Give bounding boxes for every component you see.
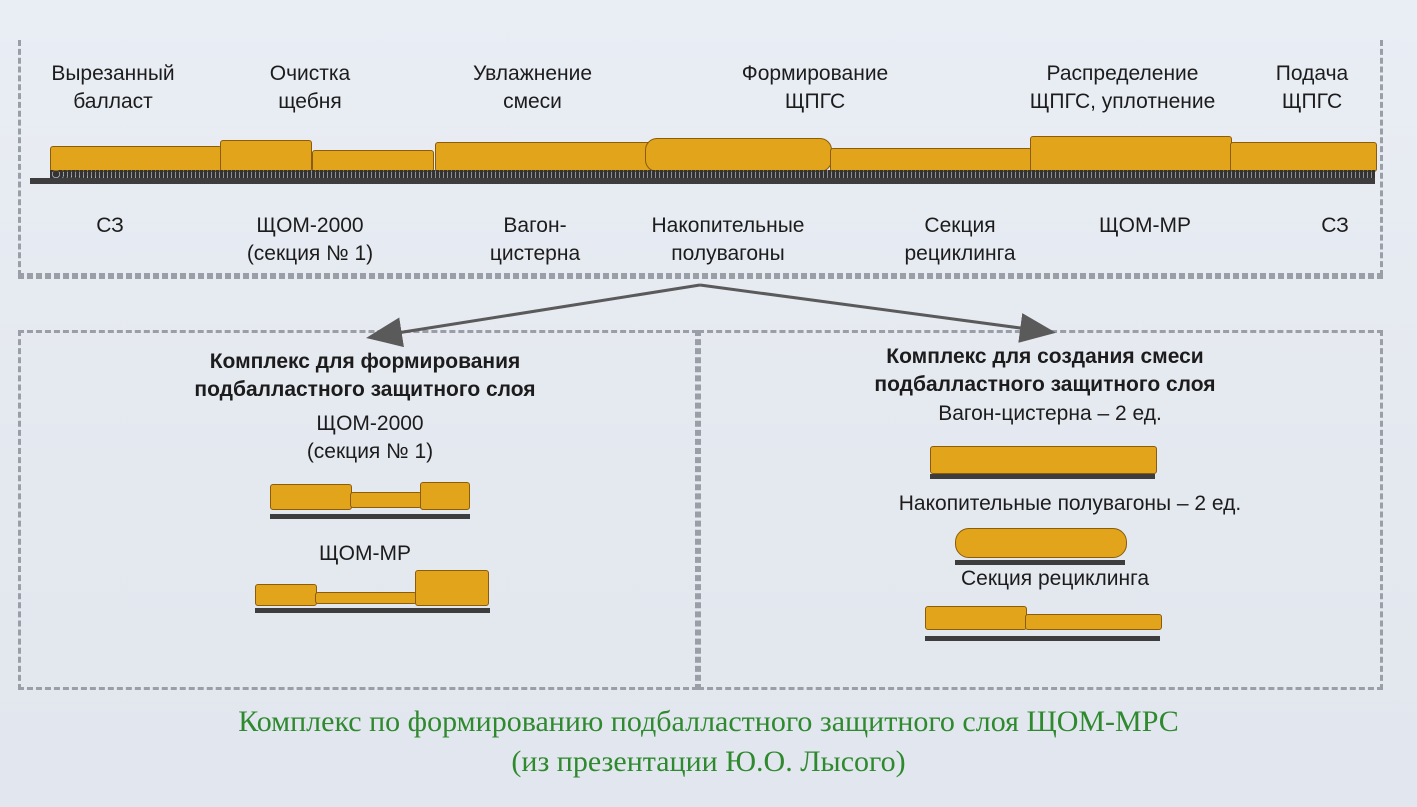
tank-wagon: [435, 142, 652, 172]
shchom-mr-machine: [1030, 136, 1232, 172]
sz-machine-left: [50, 146, 222, 172]
label-sz-right: СЗ: [1321, 214, 1349, 237]
label-shchom-mr: ЩОМ-МР: [1098, 214, 1191, 237]
wheelsets: [50, 170, 1375, 178]
figure-caption-line2: (из презентации Ю.О. Лысого): [511, 745, 906, 778]
machine-train: [30, 128, 1377, 184]
shchom-mr-illustration: [255, 566, 490, 616]
arrow-to-right-complex: [699, 283, 1056, 343]
process-frame: [18, 40, 1383, 276]
storage-wagons: [645, 138, 832, 172]
recycling-section: [830, 148, 1032, 172]
right-unit-recycling: Секция рециклинга: [961, 567, 1149, 590]
divider-line: [18, 276, 1383, 279]
right-unit-tank-wagon: Вагон-цистерна – 2 ед.: [938, 402, 1162, 425]
label-sz-left: СЗ: [96, 214, 124, 237]
label-shchom2000: ЩОМ-2000(секция № 1): [246, 214, 374, 265]
figure-caption-line1: Комплекс по формированию подбалластного …: [238, 705, 1179, 738]
label-tank-wagon: Вагон-цистерна: [489, 214, 581, 265]
shchom2000-illustration: [270, 474, 470, 524]
storage-wagons-illustration: [955, 522, 1127, 568]
arrow-to-left-complex: [366, 283, 701, 348]
rail-track: [30, 178, 1375, 184]
right-unit-storage-wagons: Накопительные полувагоны – 2 ед.: [898, 492, 1242, 515]
recycling-illustration: [925, 596, 1162, 644]
left-unit-shchom-mr: ЩОМ-МР: [318, 542, 411, 565]
left-complex-frame: [18, 330, 698, 690]
tank-wagon-illustration: [930, 436, 1157, 482]
left-unit-shchom2000: ЩОМ-2000(секция № 1): [306, 412, 434, 463]
